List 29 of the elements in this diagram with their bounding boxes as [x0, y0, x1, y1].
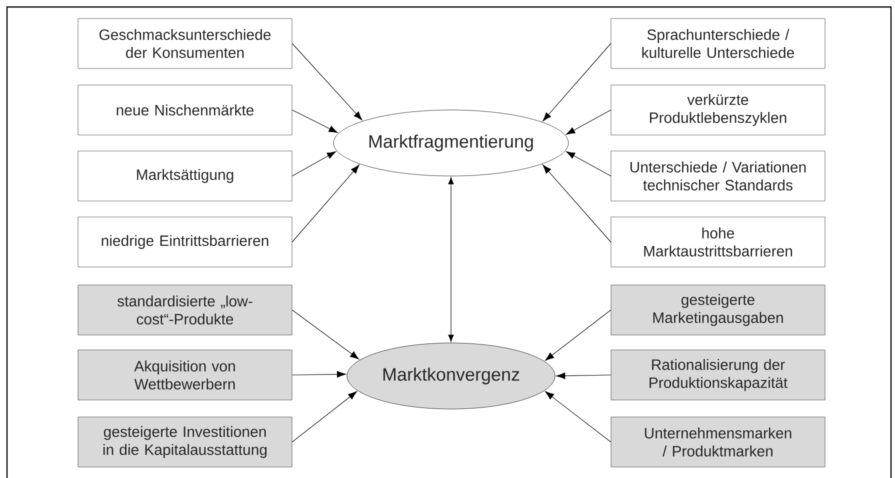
factor-box: verkürzte Produktlebenszyklen — [610, 84, 826, 136]
arrow — [545, 391, 612, 442]
factor-box: standardisierte „low-cost“-Produkte — [78, 284, 292, 336]
factor-box: niedrige Eintrittsbarrieren — [78, 216, 292, 268]
arrow — [292, 110, 338, 133]
arrow — [566, 110, 612, 135]
arrow — [292, 43, 362, 120]
arrow — [292, 151, 336, 176]
arrow — [292, 391, 357, 442]
arrow — [556, 372, 612, 380]
factor-box: Marktsättigung — [78, 150, 292, 202]
arrow — [292, 164, 360, 242]
arrow — [292, 371, 346, 378]
factor-box: hohe Marktaustrittsbarrieren — [610, 216, 826, 268]
factor-box: Rationalisierung der Produktionskapazität — [610, 350, 826, 400]
arrow — [542, 43, 612, 122]
arrow — [566, 151, 612, 176]
factor-box: gesteigerte Investitionen in die Kapitalausstattung — [78, 416, 292, 468]
arrow — [448, 177, 454, 342]
factor-box: Sprachunterschiede / kulturelle Unterschiede — [610, 18, 826, 69]
factor-box: gesteigerte Marketingausgaben — [610, 284, 826, 336]
factor-box: Unternehmensmarken / Produktmarken — [610, 416, 826, 468]
arrow — [542, 164, 612, 242]
factor-box: Unterschiede / Variationen technischer Standards — [610, 150, 826, 202]
arrow — [545, 310, 612, 361]
arrow — [292, 310, 360, 360]
factor-box: Geschmacksunterschiede der Konsumenten — [78, 18, 292, 69]
factor-box: Akquisition von Wettbewerbern — [78, 350, 292, 400]
factor-box: neue Nischenmärkte — [78, 84, 292, 136]
